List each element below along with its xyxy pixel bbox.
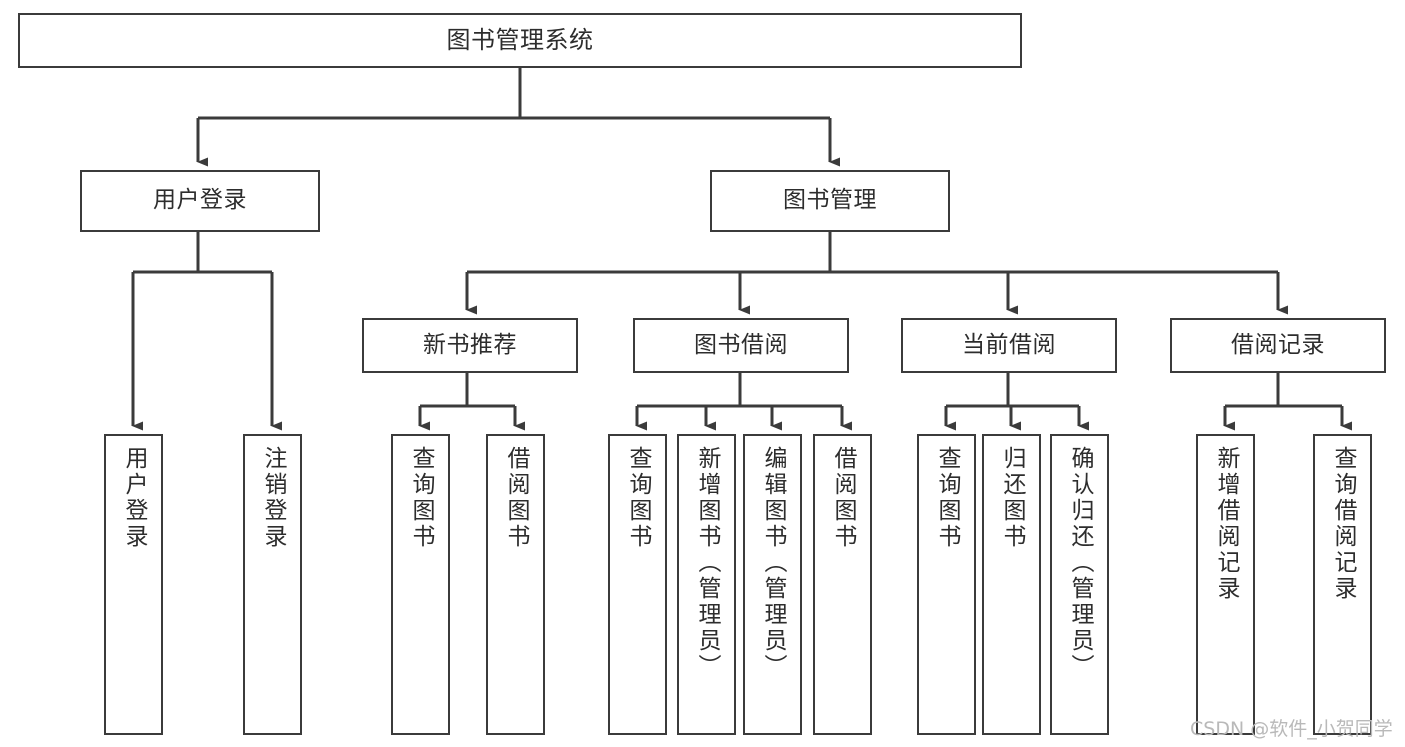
node-root-book-management-system[interactable]: 图书管理系统 xyxy=(18,13,1022,68)
leaf-nb-borrow-book-label: 借阅图书 xyxy=(503,446,529,550)
leaf-cb-query-book-label: 查询图书 xyxy=(934,446,960,550)
node-root-label: 图书管理系统 xyxy=(446,26,594,55)
leaf-cb-confirm-return-admin-label: 确认归还（管理员） xyxy=(1067,446,1093,680)
node-new-book-recommend-label: 新书推荐 xyxy=(423,331,517,358)
leaf-cb-confirm-return-admin[interactable]: 确认归还（管理员） xyxy=(1050,434,1109,735)
leaf-bb-add-book-admin[interactable]: 新增图书（管理员） xyxy=(677,434,736,735)
leaf-logout[interactable]: 注销登录 xyxy=(243,434,302,735)
leaf-user-login[interactable]: 用户登录 xyxy=(104,434,163,735)
node-new-book-recommend[interactable]: 新书推荐 xyxy=(362,318,578,373)
leaf-bb-query-book[interactable]: 查询图书 xyxy=(608,434,667,735)
node-book-borrow[interactable]: 图书借阅 xyxy=(633,318,849,373)
leaf-logout-label: 注销登录 xyxy=(260,446,286,550)
node-user-login-label: 用户登录 xyxy=(153,187,247,214)
node-current-borrow-label: 当前借阅 xyxy=(962,331,1056,358)
leaf-nb-borrow-book[interactable]: 借阅图书 xyxy=(486,434,545,735)
leaf-br-add-record-label: 新增借阅记录 xyxy=(1213,446,1239,602)
leaf-bb-edit-book-admin-label: 编辑图书（管理员） xyxy=(760,446,786,680)
leaf-br-add-record[interactable]: 新增借阅记录 xyxy=(1196,434,1255,735)
leaf-user-login-label: 用户登录 xyxy=(121,446,147,550)
leaf-cb-return-book-label: 归还图书 xyxy=(999,446,1025,550)
leaf-br-query-record-label: 查询借阅记录 xyxy=(1330,446,1356,602)
node-book-management-label: 图书管理 xyxy=(783,187,877,214)
leaf-cb-query-book[interactable]: 查询图书 xyxy=(917,434,976,735)
leaf-nb-query-book-label: 查询图书 xyxy=(408,446,434,550)
node-book-borrow-label: 图书借阅 xyxy=(694,331,788,358)
leaf-bb-add-book-admin-label: 新增图书（管理员） xyxy=(694,446,720,680)
leaf-bb-edit-book-admin[interactable]: 编辑图书（管理员） xyxy=(743,434,802,735)
leaf-bb-borrow-book-label: 借阅图书 xyxy=(830,446,856,550)
leaf-cb-return-book[interactable]: 归还图书 xyxy=(982,434,1041,735)
node-current-borrow[interactable]: 当前借阅 xyxy=(901,318,1117,373)
node-user-login[interactable]: 用户登录 xyxy=(80,170,320,232)
node-borrow-record-label: 借阅记录 xyxy=(1231,331,1325,358)
leaf-nb-query-book[interactable]: 查询图书 xyxy=(391,434,450,735)
leaf-bb-query-book-label: 查询图书 xyxy=(625,446,651,550)
leaf-bb-borrow-book[interactable]: 借阅图书 xyxy=(813,434,872,735)
leaf-br-query-record[interactable]: 查询借阅记录 xyxy=(1313,434,1372,735)
node-book-management[interactable]: 图书管理 xyxy=(710,170,950,232)
node-borrow-record[interactable]: 借阅记录 xyxy=(1170,318,1386,373)
